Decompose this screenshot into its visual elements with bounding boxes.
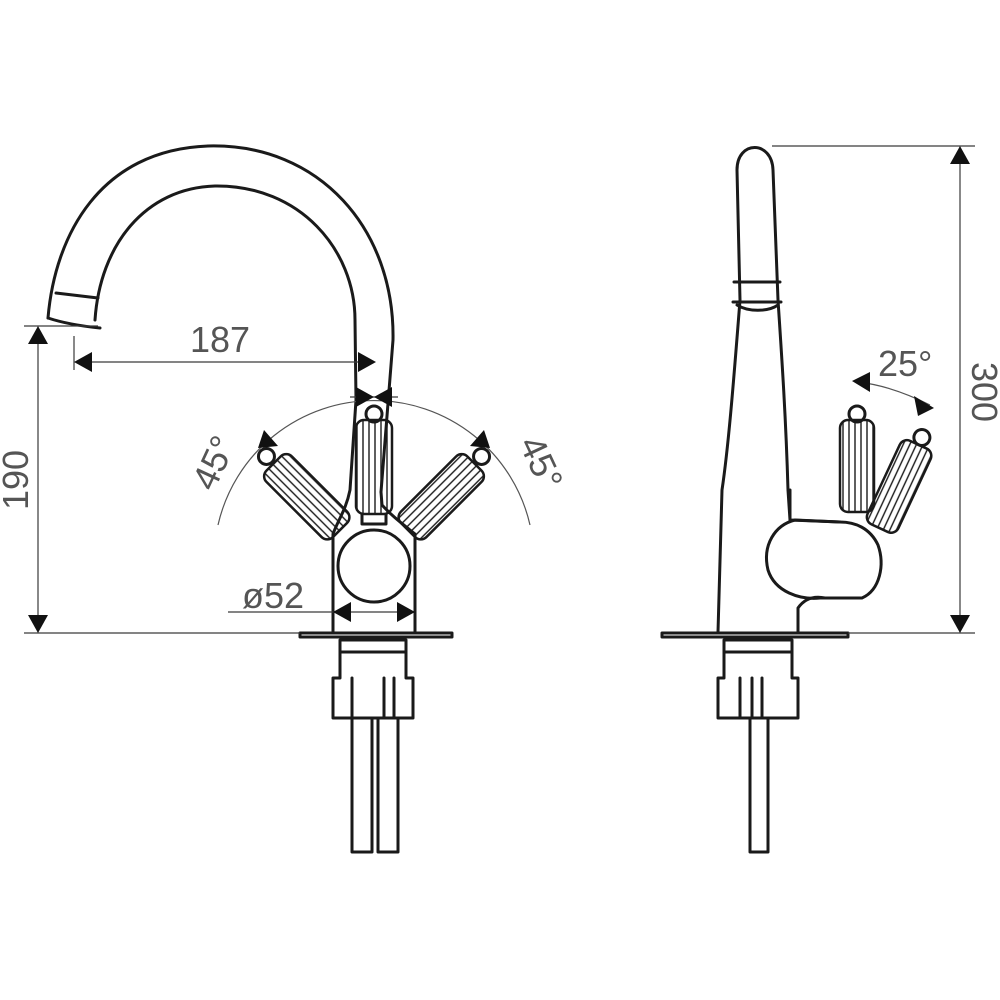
front-handle-hub <box>336 528 412 604</box>
side-view: 25° 300 <box>660 145 1000 854</box>
front-spout-outer <box>46 144 395 494</box>
dim-52 <box>228 602 415 622</box>
left-angle-arrow <box>258 430 278 448</box>
dim-187 <box>73 336 376 372</box>
side-upright-handle <box>838 404 876 514</box>
front-angle-arc <box>217 400 531 526</box>
dim-center-marker <box>350 387 398 407</box>
label-52: ø52 <box>242 575 304 616</box>
side-hub <box>765 518 883 600</box>
label-300: 300 <box>964 362 1000 422</box>
side-hub-line <box>788 488 842 524</box>
label-190: 190 <box>0 450 36 510</box>
front-mounting-stud <box>331 638 415 720</box>
side-deck-plate <box>660 631 850 639</box>
front-view: 187 190 ø52 45° 45° <box>0 144 571 854</box>
dim-190 <box>24 325 300 634</box>
side-body <box>716 146 827 634</box>
side-mounting-stud <box>716 638 800 720</box>
front-center-handle <box>354 404 394 526</box>
front-spout-inner <box>93 184 358 402</box>
side-supply-hose <box>748 716 770 854</box>
front-spout-nozzle <box>46 291 102 330</box>
right-angle-arrow <box>470 430 490 448</box>
front-right-handle <box>397 446 492 541</box>
label-187: 187 <box>190 319 250 360</box>
front-supply-hoses <box>350 716 400 854</box>
side-tilted-handle <box>865 428 933 534</box>
front-deck-plate <box>298 631 454 639</box>
label-45-right: 45° <box>511 429 571 496</box>
label-45-left: 45° <box>184 429 244 496</box>
dim-300 <box>772 145 975 634</box>
side-spout-nozzle <box>731 280 783 312</box>
front-left-handle <box>256 446 351 541</box>
label-25: 25° <box>878 343 932 384</box>
dim-25 <box>852 372 934 416</box>
